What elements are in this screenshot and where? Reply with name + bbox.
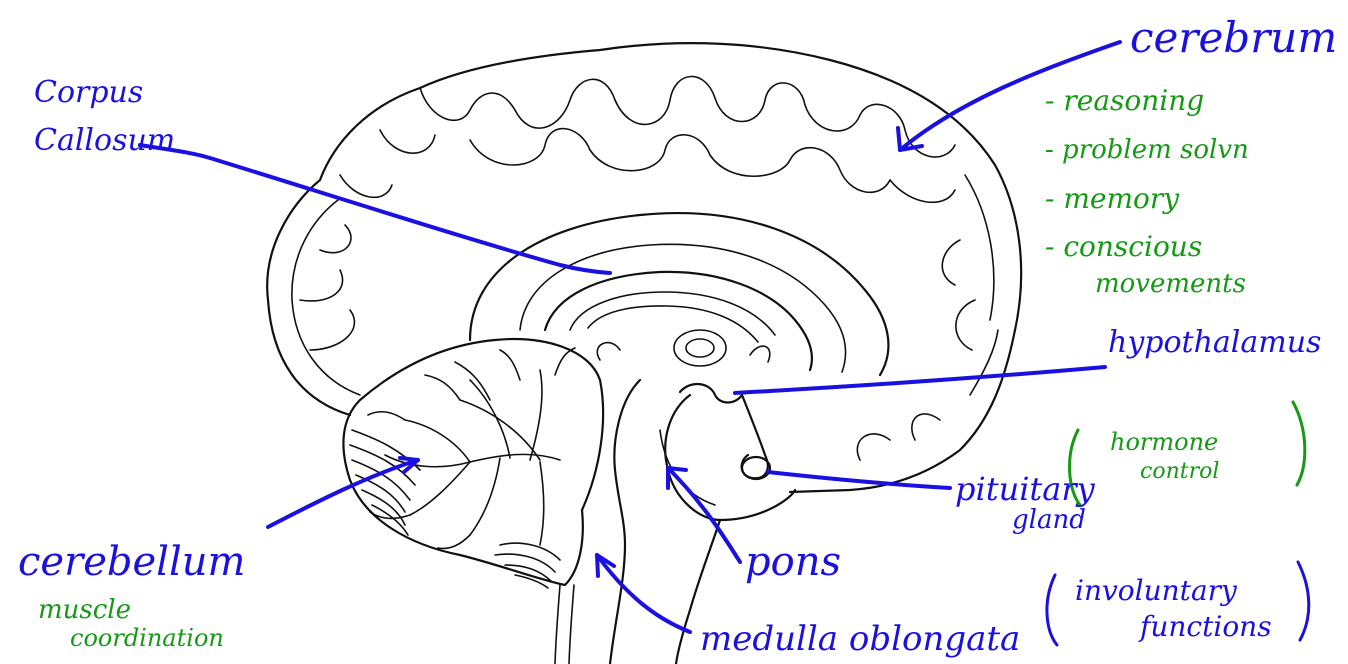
cerebrum-function-4: - conscious [1045,230,1202,263]
medulla-label: medulla oblongata [700,619,1020,659]
brain-drawing [267,43,1021,664]
cerebellum-note-line1: muscle [38,595,131,625]
cerebrum-function-2: - problem solvn [1045,135,1249,165]
pituitary-label-line2: gland [1012,505,1086,535]
cerebellum-pointer [268,460,418,527]
hypothalamus-label: hypothalamus [1108,325,1321,360]
pituitary-outline [742,457,770,479]
pituitary-note-line2: control [1140,459,1219,484]
cerebrum-function-5: movements [1095,269,1246,299]
cerebrum-function-3: - memory [1045,182,1180,215]
pituitary-label-line1: pituitary [955,470,1096,508]
pons-pointer [668,468,740,562]
medulla-pointer [597,555,690,632]
medulla-note-line1: involuntary [1075,574,1238,607]
corpus-callosum-outline [470,213,888,375]
medulla-note-line2: functions [1138,610,1272,643]
hypothalamus-pointer [735,367,1105,393]
pons-label: pons [745,539,841,585]
medulla-note-paren-left [1047,575,1057,645]
cerebrum-label: cerebrum [1130,13,1337,62]
pituitary-note-line1: hormone [1110,428,1218,456]
pituitary-pointer [768,472,950,488]
cerebellum-label: cerebellum [18,539,245,585]
cerebellum-note-line2: coordination [70,624,224,652]
brainstem-outline [610,380,640,664]
corpus-callosum-pointer [140,145,610,273]
pointer-lines [140,42,1120,632]
cerebrum-function-1: - reasoning [1045,84,1204,117]
pituitary-note-paren-right [1293,402,1305,485]
cerebrum-outline [267,43,1021,492]
corpus-callosum-label-line2: Callosum [34,123,175,158]
hypothalamus-outline [680,384,742,402]
corpus-callosum-label-line1: Corpus [34,75,143,110]
medulla-note-paren-right [1298,562,1309,640]
